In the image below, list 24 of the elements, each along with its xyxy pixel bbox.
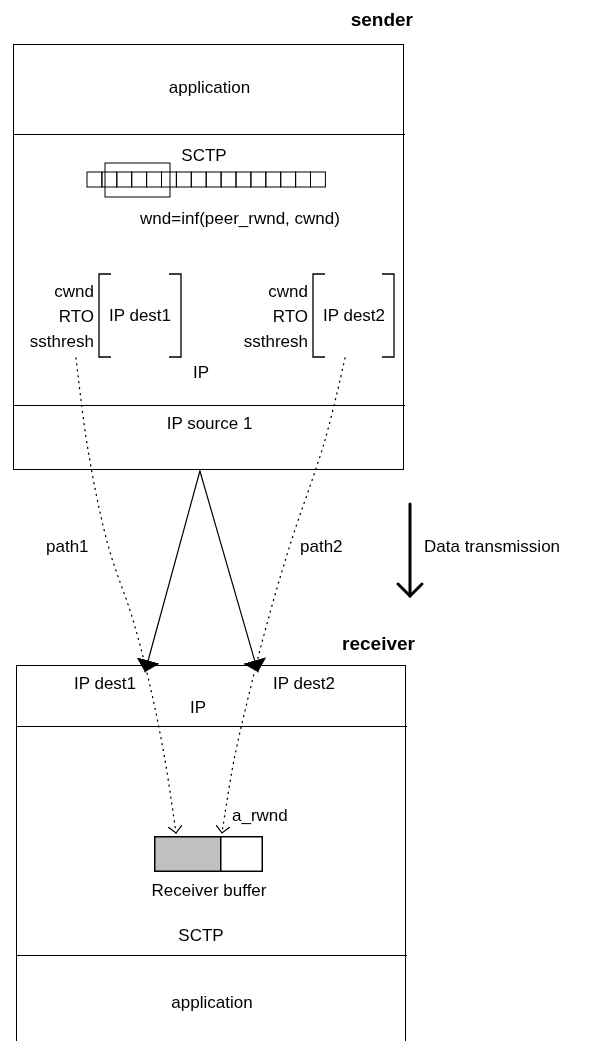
dotted-arrow [215, 357, 346, 834]
layer-label: IP [191, 363, 211, 383]
address-label: IP dest1 [107, 306, 173, 326]
layer-label: IP source 1 [165, 414, 254, 434]
arrow [136, 470, 201, 673]
stack-heading: sender [349, 10, 413, 30]
layer-label: SCTP [180, 146, 228, 166]
layer-label: application [170, 993, 254, 1013]
window-label: a_rwnd [232, 806, 288, 826]
layer-label: SCTP [177, 926, 225, 946]
window-formula: wnd=inf(peer_rwnd, cwnd) [139, 209, 341, 229]
buffer-caption: Receiver buffer [150, 881, 268, 901]
arrow [199, 470, 267, 673]
layer-label: application [167, 78, 252, 98]
stack-heading: receiver [341, 634, 415, 654]
layer-label: IP [188, 698, 208, 718]
parameter-list: cwnd RTO ssthresh [29, 279, 94, 354]
edge-label: path1 [46, 537, 89, 557]
dotted-arrow [75, 357, 183, 834]
address-label: IP dest2 [259, 673, 349, 695]
edge-label: path2 [300, 537, 343, 557]
address-label: IP dest1 [63, 673, 147, 695]
parameter-list: cwnd RTO ssthresh [243, 279, 308, 354]
address-label: IP dest2 [321, 306, 387, 326]
